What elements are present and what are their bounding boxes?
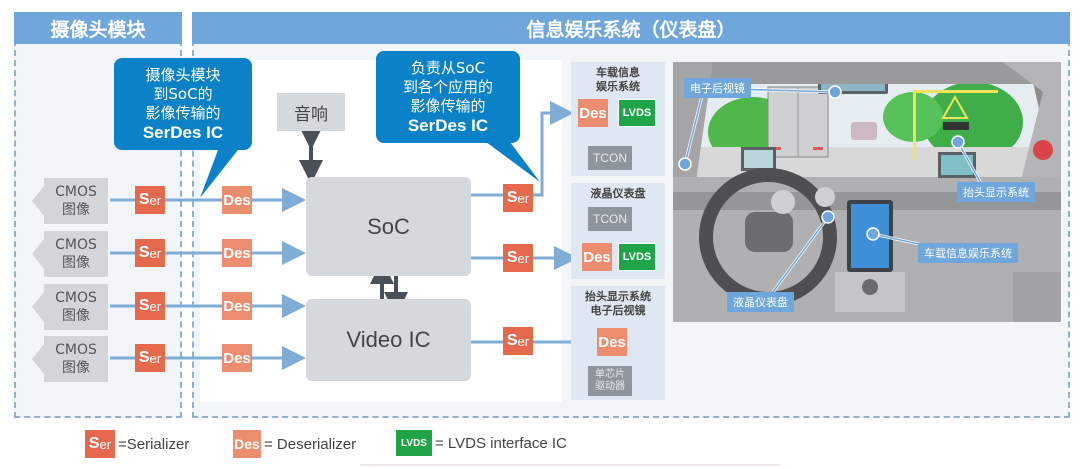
legend-deserializer: Des = Deserializer <box>233 430 356 458</box>
photo-label-ivi: 车载信息娱乐系统 <box>918 243 1018 263</box>
ser-initial: S <box>138 349 150 366</box>
ser-initial: S <box>506 332 518 349</box>
callout-line: 摄像头模块 <box>145 66 221 84</box>
ser-initial: S <box>88 435 100 452</box>
driver-line: 单芯片 <box>595 369 625 380</box>
ser-initial: S <box>138 191 150 208</box>
photo-label-hud: 抬头显示系统 <box>957 182 1035 202</box>
ser-rest: er <box>517 190 530 206</box>
cmos-label: CMOS <box>55 290 97 306</box>
lvds-chip: LVDS <box>618 99 656 127</box>
single-chip-driver: 单芯片 驱动器 <box>588 366 632 396</box>
callout-emphasis: SerDes IC <box>142 123 224 142</box>
cmos-sublabel: 图像 <box>62 360 90 376</box>
cmos-sublabel: 图像 <box>62 255 90 271</box>
infotainment-title: 信息娱乐系统（仪表盘） <box>192 12 1070 44</box>
cmos-sensor: CMOS 图像 <box>32 336 108 382</box>
legend-des-label: = Deserializer <box>264 435 357 453</box>
callout-line: 负责从SoC <box>410 59 486 77</box>
audio-box: 音响 <box>277 93 345 131</box>
target-title-line: 车载信息 <box>596 66 640 79</box>
driver-line: 驱动器 <box>595 381 625 392</box>
callout-line: 到各个应用的 <box>402 78 493 96</box>
cmos-sublabel: 图像 <box>62 308 90 324</box>
ser-initial: S <box>506 189 518 206</box>
legend-lvds-swatch: LVDS <box>396 430 432 456</box>
ser-rest: er <box>99 436 112 452</box>
bottom-divider <box>360 464 780 466</box>
cmos-sensor: CMOS 图像 <box>32 231 108 277</box>
target-title: 液晶仪表盘 <box>590 187 646 200</box>
ser-initial: S <box>138 297 150 314</box>
cmos-sensor: CMOS 图像 <box>32 284 108 330</box>
deserializer-chip: Des <box>222 344 252 372</box>
ser-rest: er <box>149 245 162 261</box>
photo-label-mirror: 电子后视镜 <box>684 78 751 98</box>
cmos-sensor: CMOS 图像 <box>32 178 108 224</box>
target-hud-mirror: 抬头显示系统 电子后视镜 Des 单芯片 驱动器 <box>571 286 665 400</box>
target-ivi: 车载信息 娱乐系统 Des LVDS TCON <box>571 62 665 176</box>
deserializer-chip: Des <box>578 99 608 127</box>
pointer-dot <box>821 210 835 224</box>
deserializer-chip: Des <box>222 292 252 320</box>
target-cluster: 液晶仪表盘 TCON Des LVDS <box>571 183 665 279</box>
callout-tail-left <box>200 150 238 198</box>
ser-rest: er <box>517 333 530 349</box>
legend-lvds: LVDS = LVDS interface IC <box>396 430 567 456</box>
ser-rest: er <box>149 350 162 366</box>
pointer-dot <box>951 135 965 149</box>
ser-rest: er <box>149 192 162 208</box>
callout-soc-serdes: 负责从SoC 到各个应用的 影像传输的 SerDes IC <box>376 51 520 143</box>
legend-ser-label: =Serializer <box>118 435 190 453</box>
pointer-dot <box>678 157 692 171</box>
callout-tail-right <box>486 142 540 182</box>
soc-box: SoC <box>306 177 471 276</box>
car-interior-illustration <box>673 62 1061 322</box>
callout-camera-serdes: 摄像头模块 到SoC的 影像传输的 SerDes IC <box>114 58 252 150</box>
legend-lvds-label: = LVDS interface IC <box>435 434 567 452</box>
deserializer-chip: Des <box>222 186 252 214</box>
photo-label-cluster: 液晶仪表盘 <box>727 292 794 312</box>
deserializer-chip: Des <box>597 328 627 356</box>
cmos-sublabel: 图像 <box>62 202 90 218</box>
lvds-chip: LVDS <box>618 243 656 271</box>
ser-initial: S <box>138 244 150 261</box>
callout-emphasis: SerDes IC <box>407 116 489 135</box>
ser-rest: er <box>517 250 530 266</box>
deserializer-chip: Des <box>222 239 252 267</box>
target-title-line: 抬头显示系统 <box>585 290 651 303</box>
callout-line: 到SoC的 <box>153 85 213 103</box>
video-ic-box: Video IC <box>306 299 471 381</box>
ser-initial: S <box>506 249 518 266</box>
cmos-label: CMOS <box>55 342 97 358</box>
ser-rest: er <box>149 298 162 314</box>
camera-module-title: 摄像头模块 <box>14 12 182 44</box>
callout-line: 影像传输的 <box>410 97 486 115</box>
cmos-label: CMOS <box>55 237 97 253</box>
legend-des-swatch: Des <box>233 430 261 458</box>
target-title-line: 电子后视镜 <box>590 304 646 317</box>
pointer-dot <box>828 85 842 99</box>
target-title-line: 娱乐系统 <box>596 80 640 93</box>
deserializer-chip: Des <box>582 243 612 271</box>
pointer-dot <box>866 227 880 241</box>
tcon-chip: TCON <box>588 207 632 231</box>
tcon-chip: TCON <box>588 146 632 170</box>
callout-line: 影像传输的 <box>145 104 221 122</box>
cmos-label: CMOS <box>55 184 97 200</box>
